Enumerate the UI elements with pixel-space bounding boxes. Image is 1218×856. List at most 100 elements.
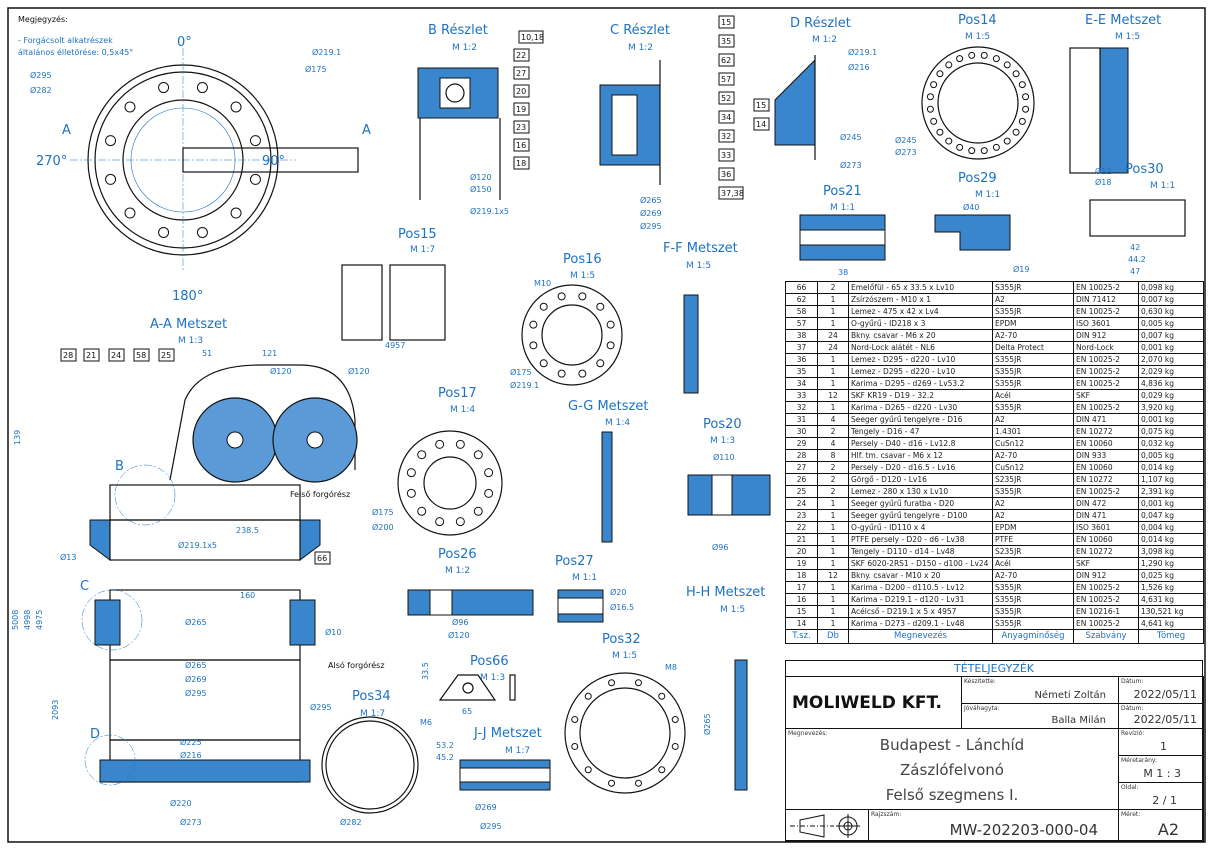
cell-qty: 2 bbox=[817, 473, 849, 486]
cell-qty: 1 bbox=[817, 605, 849, 618]
scale-value: M 1 : 3 bbox=[1143, 767, 1181, 780]
cell-standard: SKF bbox=[1073, 557, 1139, 570]
cell-mass: 0,001 kg bbox=[1138, 341, 1204, 354]
company-name: MOLIWELD KFT. bbox=[792, 693, 943, 713]
date-prepared: Dátum: 2022/05/11 bbox=[1118, 676, 1204, 704]
balloon-label: 19 bbox=[516, 105, 526, 114]
sheet-size: Méret: A2 bbox=[1118, 809, 1204, 842]
dim: 160 bbox=[240, 591, 255, 600]
bolt-hole bbox=[606, 320, 615, 329]
view-title: Pos15 bbox=[398, 227, 437, 242]
cell-name: O-gyűrű - ID218 x 3 bbox=[848, 317, 993, 330]
dim: Ø245 bbox=[840, 132, 862, 142]
view-pos21: Pos21 M 1:1 38 bbox=[799, 184, 886, 277]
bolt-hole bbox=[945, 61, 953, 69]
cell-material: CuSn12 bbox=[992, 461, 1074, 474]
cell-mass: 2,070 kg bbox=[1138, 353, 1204, 366]
view-title: Pos14 bbox=[958, 13, 997, 28]
cell-no: 27 bbox=[785, 461, 818, 474]
dim: Ø10 bbox=[325, 627, 341, 637]
view-c-reszlet: C Részlet M 1:2 Ø265 Ø269 Ø295 bbox=[599, 23, 670, 231]
approved-value: Balla Milán bbox=[1051, 715, 1106, 726]
balloon-label: 23 bbox=[516, 123, 526, 132]
view-scale: M 1:3 bbox=[178, 336, 203, 346]
balloon-box bbox=[513, 138, 530, 152]
view-scale: M 1:7 bbox=[505, 746, 530, 756]
view-gg-metszet: G-G Metszet M 1:4 bbox=[568, 399, 648, 543]
bolt-hole bbox=[992, 55, 1000, 63]
balloon-label: 37,38 bbox=[721, 189, 744, 198]
balloon-label: 33 bbox=[721, 151, 731, 160]
cell-qty: 1 bbox=[817, 377, 849, 390]
cell-name: Tengely - D16 - 47 bbox=[848, 425, 993, 438]
balloon-label: 25 bbox=[161, 351, 171, 360]
cell-no: 23 bbox=[785, 509, 818, 522]
bolt-hole bbox=[158, 226, 170, 238]
balloon-label: 36 bbox=[721, 170, 731, 179]
cell-mass: 0,014 kg bbox=[1138, 461, 1204, 474]
balloon-box bbox=[718, 91, 735, 105]
cell-qty: 1 bbox=[817, 557, 849, 570]
bolt-hole bbox=[634, 779, 642, 787]
cell-qty: 1 bbox=[817, 365, 849, 378]
cell-standard: EN 10025-2 bbox=[1073, 617, 1139, 630]
header-standard: Szabvány bbox=[1073, 629, 1139, 644]
cell-standard: EN 10025-2 bbox=[1073, 581, 1139, 594]
cell-standard: EN 10025-2 bbox=[1073, 305, 1139, 318]
balloon-box bbox=[83, 348, 100, 362]
cell-no: 36 bbox=[785, 353, 818, 366]
cell-qty: 2 bbox=[817, 281, 849, 294]
dim: Ø225 bbox=[180, 737, 202, 747]
parts-list-title: TÉTELJEGYZÉK bbox=[785, 660, 1203, 677]
cell-mass: 3,098 kg bbox=[1138, 545, 1204, 558]
company-logo: MOLIWELD KFT. bbox=[785, 676, 962, 729]
view-title: F-F Metszet bbox=[663, 241, 738, 256]
cell-no: 22 bbox=[785, 521, 818, 534]
cell-mass: 0,047 kg bbox=[1138, 509, 1204, 522]
cell-standard: ISO 3601 bbox=[1073, 521, 1139, 534]
dim: Ø269 bbox=[185, 674, 207, 684]
prepared-label: Készítette: bbox=[964, 678, 996, 685]
dim: Ø12 bbox=[1095, 166, 1111, 176]
view-title: G-G Metszet bbox=[568, 399, 648, 414]
cell-standard: EN 10272 bbox=[1073, 425, 1139, 438]
view-title: Pos66 bbox=[470, 654, 509, 669]
balloon-label: 24 bbox=[111, 351, 121, 360]
bolt-hole bbox=[584, 692, 592, 700]
cell-no: 29 bbox=[785, 437, 818, 450]
bolt-hole bbox=[249, 173, 261, 185]
balloon-label: 28 bbox=[63, 351, 73, 360]
view-title: D Részlet bbox=[790, 16, 851, 31]
size-value: A2 bbox=[1157, 820, 1179, 839]
cell-name: Seeger gyűrű furatba - D20 bbox=[848, 497, 993, 510]
cell-material: S355JR bbox=[992, 365, 1074, 378]
dim: Ø18 bbox=[1095, 177, 1111, 187]
balloon-label: 27 bbox=[516, 69, 526, 78]
dim: Ø219.1x5 bbox=[178, 540, 217, 550]
balloon-box bbox=[518, 30, 544, 44]
view-title: J-J Metszet bbox=[473, 726, 542, 741]
bolt-hole bbox=[1012, 128, 1020, 136]
dim: Ø150 bbox=[470, 184, 492, 194]
dim: Ø269 bbox=[475, 802, 497, 812]
view-title: Pos21 bbox=[823, 184, 862, 199]
name-label: Megnevezés: bbox=[788, 730, 828, 737]
cell-no: 66 bbox=[785, 281, 818, 294]
cell-no: 17 bbox=[785, 581, 818, 594]
view-title: Pos32 bbox=[602, 632, 641, 647]
bolt-hole bbox=[1012, 70, 1020, 78]
bolt-hole bbox=[249, 135, 261, 147]
cell-no: 37 bbox=[785, 341, 818, 354]
dim: Ø120 bbox=[470, 172, 492, 182]
